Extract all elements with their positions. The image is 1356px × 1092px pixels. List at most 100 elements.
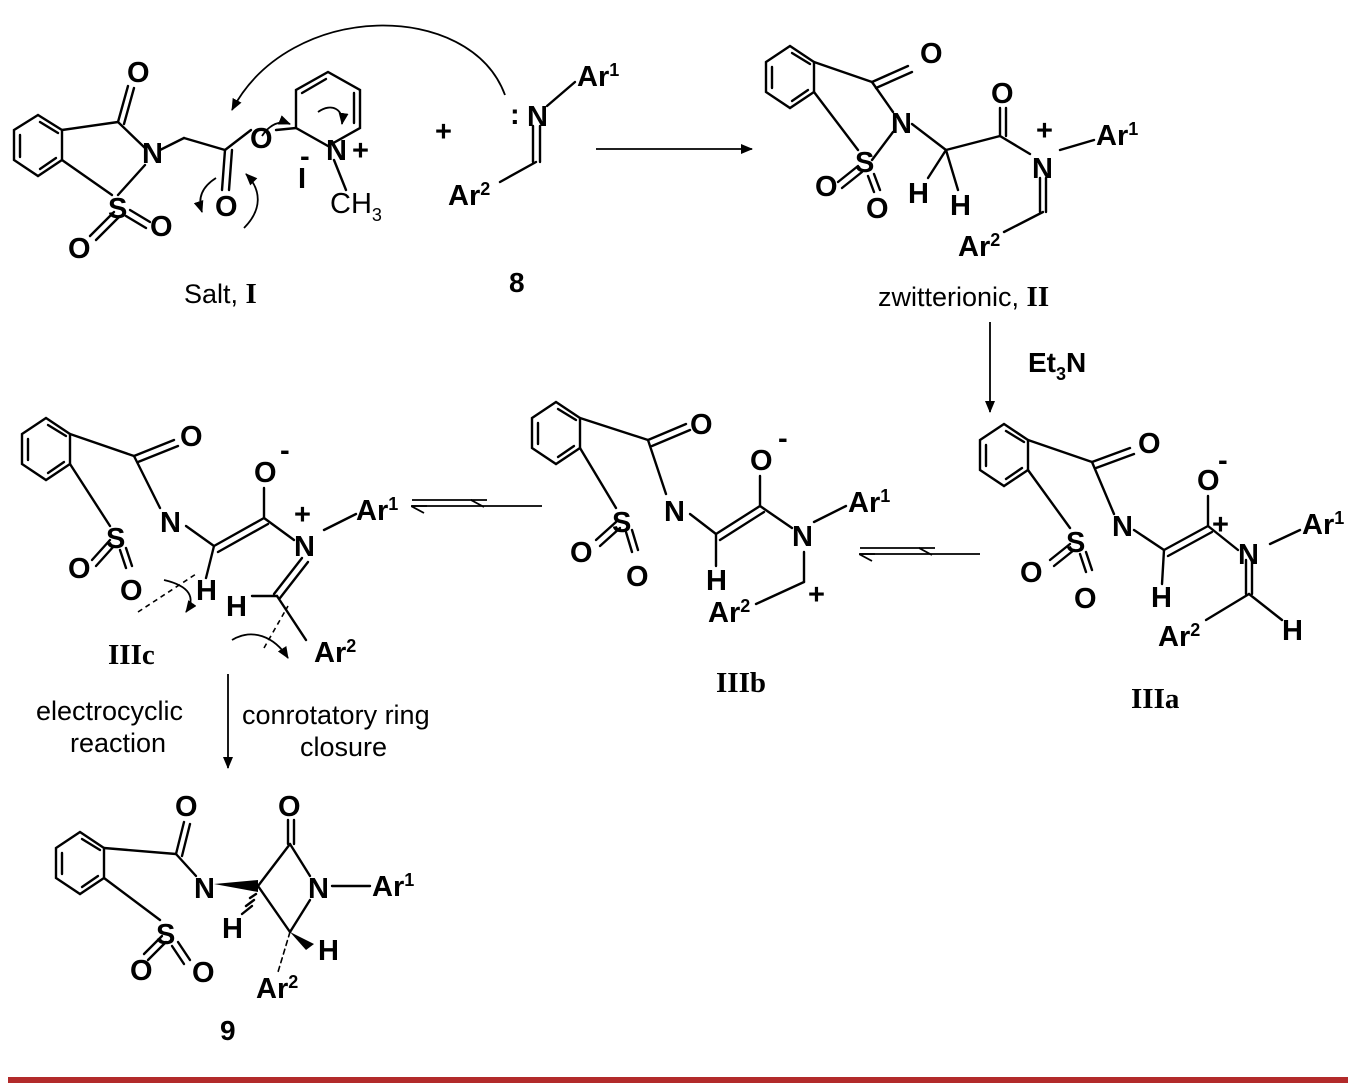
product-lactam-n: N bbox=[308, 873, 329, 905]
iiia-sulfonyl-o1: O bbox=[1020, 557, 1043, 589]
product-h-c4: H bbox=[318, 935, 339, 967]
ii-sulfonyl-o2: O bbox=[866, 193, 889, 225]
step-label-closure: closure bbox=[300, 732, 387, 762]
salt-electron-arrow-2 bbox=[243, 173, 259, 229]
ii-carbonyl-o: O bbox=[920, 38, 943, 70]
ii-sulfonyl-s: S bbox=[855, 147, 874, 179]
iiia-sulfonyl-s: S bbox=[1066, 527, 1085, 559]
salt-ring-n: N bbox=[142, 138, 163, 170]
salt-sulfonyl-o1: O bbox=[68, 233, 91, 265]
product-ar2: Ar2 bbox=[256, 972, 298, 1005]
iiib-carbocation-plus: + bbox=[808, 579, 825, 611]
iiic-plus-charge: + bbox=[294, 499, 311, 531]
product-ar1: Ar1 bbox=[372, 870, 414, 903]
product-sulfonyl-s: S bbox=[156, 919, 175, 951]
reactant-plus-sign: + bbox=[435, 116, 452, 148]
iiib-ring-n: N bbox=[664, 496, 685, 528]
intermediate-iiic-structure: O N S O O O - + N Ar1 H H Ar2 bbox=[20, 416, 398, 669]
iiia-minus-charge: - bbox=[1218, 445, 1228, 477]
iiia-h-vinyl: H bbox=[1151, 582, 1172, 614]
iiic-ring-n: N bbox=[160, 507, 181, 539]
imine-ar1: Ar1 bbox=[577, 60, 619, 93]
iiib-amide-n: N bbox=[792, 521, 813, 553]
imine-attack-arrow bbox=[231, 24, 506, 111]
product-carbonyl-o1: O bbox=[175, 791, 198, 823]
iiib-carbonyl-o: O bbox=[690, 409, 713, 441]
ii-iminium-n: N bbox=[1032, 153, 1053, 185]
salt-i-structure: O N S O O O O N + - I CH3 bbox=[12, 24, 506, 265]
salt-sulfonyl-o2: O bbox=[150, 211, 173, 243]
iiia-ring-n: N bbox=[1112, 511, 1133, 543]
product-wedge-c4-h bbox=[290, 932, 314, 950]
product-9-structure: O N S O O O N Ar1 H H Ar2 bbox=[54, 791, 414, 1005]
iiia-carbonyl-o: O bbox=[1138, 428, 1161, 460]
iiic-rotation-arrow-2 bbox=[231, 633, 289, 659]
iiic-carbonyl-o: O bbox=[180, 421, 203, 453]
salt-counterion-minus: - bbox=[300, 141, 310, 173]
iiic-sulfonyl-o2: O bbox=[120, 575, 143, 607]
iiic-ar2: Ar2 bbox=[314, 636, 356, 669]
iiib-sulfonyl-o1: O bbox=[570, 537, 593, 569]
iiib-sulfonyl-s: S bbox=[612, 507, 631, 539]
iiic-rotation-axis-1 bbox=[137, 573, 197, 613]
iiic-h-vinyl: H bbox=[196, 575, 217, 607]
iiic-h-imine: H bbox=[226, 591, 247, 623]
step-label-conrotatory: conrotatory ring bbox=[242, 700, 430, 730]
iiic-sulfonyl-s: S bbox=[106, 523, 125, 555]
zwitterion-ii-structure: O N S O O O + N Ar1 H H Ar2 bbox=[764, 38, 1138, 263]
salt-electron-arrow-4 bbox=[317, 106, 349, 125]
iiia-h-imine: H bbox=[1282, 615, 1303, 647]
ii-acyl-o: O bbox=[991, 78, 1014, 110]
salt-electron-arrow-1 bbox=[193, 177, 217, 213]
step-label-electrocyclic: electrocyclic bbox=[36, 696, 183, 726]
ii-sulfonyl-o1: O bbox=[815, 171, 838, 203]
step-label-reaction: reaction bbox=[70, 728, 166, 758]
salt-electron-arrow-3 bbox=[261, 115, 291, 137]
product-wedge-n-c3 bbox=[214, 880, 258, 892]
iiib-sulfonyl-o2: O bbox=[626, 561, 649, 593]
imine-8-structure: : N Ar1 Ar2 bbox=[448, 60, 619, 212]
iiic-iminium-n: N bbox=[294, 531, 315, 563]
iiia-ar2: Ar2 bbox=[1158, 620, 1200, 653]
product-lactam-o: O bbox=[278, 791, 301, 823]
salt-caption: Salt, I bbox=[184, 278, 257, 310]
ii-ring-n: N bbox=[891, 108, 912, 140]
iiia-sulfonyl-o2: O bbox=[1074, 583, 1097, 615]
iiia-label: IIIa bbox=[1131, 683, 1180, 715]
imine-ar2: Ar2 bbox=[448, 179, 490, 212]
salt-acyl-o: O bbox=[215, 191, 238, 223]
iiic-rotation-axis-2 bbox=[263, 605, 289, 649]
salt-sulfonyl-s: S bbox=[108, 193, 127, 225]
salt-methyl: CH3 bbox=[330, 188, 382, 225]
product-sulfonyl-o1: O bbox=[130, 955, 153, 987]
iiib-label: IIIb bbox=[716, 667, 766, 699]
iiia-enolate-o: O bbox=[1197, 465, 1220, 497]
iiib-ar1: Ar1 bbox=[848, 486, 890, 519]
iiib-minus-charge: - bbox=[778, 423, 788, 455]
iiib-ar2: Ar2 bbox=[708, 596, 750, 629]
iiib-enolate-o: O bbox=[750, 445, 773, 477]
iiic-sulfonyl-o1: O bbox=[68, 553, 91, 585]
iiia-plus-charge: + bbox=[1212, 509, 1229, 541]
iiia-ar1: Ar1 bbox=[1302, 508, 1344, 541]
footer-divider bbox=[8, 1077, 1348, 1083]
imine-lone-pair: : bbox=[510, 99, 520, 131]
ii-h2: H bbox=[950, 190, 971, 222]
ii-plus-charge: + bbox=[1036, 115, 1053, 147]
salt-plus-charge: + bbox=[352, 135, 369, 167]
iiib-h-vinyl: H bbox=[706, 565, 727, 597]
imine-number: 8 bbox=[509, 267, 525, 298]
iiic-rotation-arrow-1 bbox=[163, 579, 197, 613]
intermediate-iiib-structure: O N S O O O - N Ar1 H + Ar2 bbox=[530, 400, 890, 629]
ii-ar2: Ar2 bbox=[958, 230, 1000, 263]
salt-carbonyl-o: O bbox=[127, 57, 150, 89]
iiic-enolate-o: O bbox=[254, 457, 277, 489]
salt-iodide: I bbox=[298, 163, 306, 195]
ii-ar1: Ar1 bbox=[1096, 119, 1138, 152]
ii-h1: H bbox=[908, 178, 929, 210]
iiic-label: IIIc bbox=[108, 639, 155, 671]
iiic-minus-charge: - bbox=[280, 435, 290, 467]
salt-pyridinium-n: N bbox=[326, 135, 347, 167]
imine-n: N bbox=[527, 101, 548, 133]
